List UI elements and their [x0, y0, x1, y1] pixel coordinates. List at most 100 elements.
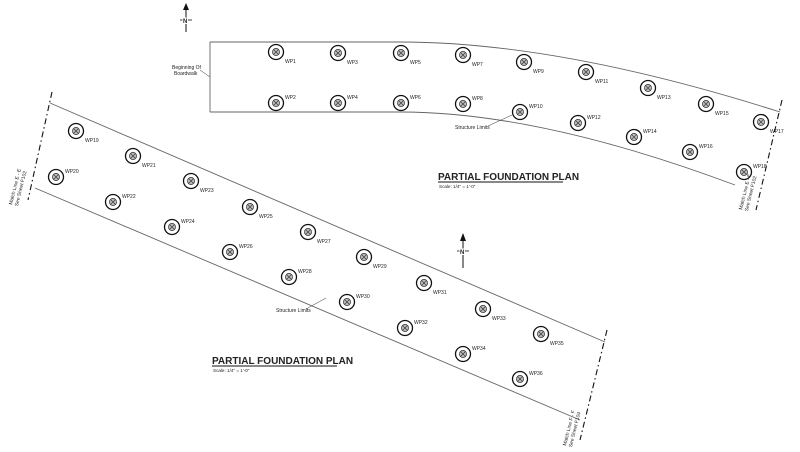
plan-a-structure-limit-bottom — [210, 111, 736, 186]
waypoint-label: WP35 — [550, 341, 564, 347]
plan-b-piers: WP19WP20WP21WP22WP23WP24WP25WP26WP27WP28… — [47, 122, 564, 388]
pier-marker: WP3 — [329, 44, 358, 66]
pier-cross — [758, 119, 764, 125]
waypoint-label: WP11 — [595, 79, 608, 85]
pier-marker: WP27 — [299, 223, 331, 245]
plan-b-structure-limits-note: Structure Limits — [276, 308, 311, 314]
pier-cross — [53, 174, 59, 180]
waypoint-label: WP36 — [529, 371, 543, 377]
pier-marker: WP12 — [569, 114, 601, 132]
waypoint-label: WP17 — [770, 129, 784, 135]
waypoint-label: WP3 — [347, 60, 358, 66]
plan-a-limits-leader — [487, 114, 513, 127]
pier-cross — [631, 134, 637, 140]
pier-cross — [460, 351, 466, 357]
pier-marker: WP22 — [104, 193, 136, 211]
pier-marker: WP20 — [47, 168, 79, 186]
waypoint-label: WP29 — [373, 264, 387, 270]
pier-cross — [460, 101, 466, 107]
pier-cross — [398, 50, 404, 56]
pier-marker: WP24 — [163, 218, 195, 236]
waypoint-label: WP34 — [472, 346, 486, 352]
pier-marker: WP1 — [267, 43, 296, 65]
waypoint-label: WP25 — [259, 214, 273, 220]
waypoint-label: WP14 — [643, 129, 657, 135]
waypoint-label: WP32 — [414, 320, 428, 326]
pier-marker: WP13 — [639, 79, 671, 101]
pier-marker: WP30 — [338, 293, 370, 311]
pier-marker: WP19 — [67, 122, 99, 144]
pier-marker: WP4 — [329, 94, 358, 112]
pier-marker: WP17 — [752, 113, 784, 135]
plan-b-match-line-left — [27, 91, 53, 201]
pier-marker: WP18 — [735, 163, 767, 181]
pier-marker: WP8 — [454, 95, 483, 113]
waypoint-label: WP16 — [699, 144, 713, 150]
pier-cross — [398, 100, 404, 106]
plan-a-start-leader — [199, 69, 211, 78]
plan-a-scale: Scale: 1/4" = 1'-0" — [439, 184, 476, 189]
pier-cross — [273, 100, 279, 106]
waypoint-label: WP27 — [317, 239, 331, 245]
waypoint-label: WP5 — [410, 60, 421, 66]
plan-b-scale: Scale: 1/4" = 1'-0" — [213, 368, 250, 373]
plan-b-structure-limit-top — [49, 102, 606, 343]
plan-b-structure-limit-bottom — [34, 187, 581, 421]
waypoint-label: WP4 — [347, 95, 358, 101]
plan-a-start-note-2: Boardwalk — [174, 71, 198, 77]
waypoint-label: WP26 — [239, 244, 253, 250]
waypoint-label: WP13 — [657, 95, 671, 101]
pier-cross — [687, 149, 693, 155]
pier-cross — [227, 249, 233, 255]
pier-cross — [517, 109, 523, 115]
plan-b-match-line-left-label: Match Line E - E See Sheet F102 — [8, 168, 28, 207]
waypoint-label: WP33 — [492, 316, 506, 322]
pier-cross — [575, 120, 581, 126]
plan-a-match-line — [755, 99, 783, 211]
waypoint-label: WP30 — [356, 294, 370, 300]
pier-cross — [741, 169, 747, 175]
pier-marker: WP11 — [577, 63, 608, 85]
plan-a: WP1WP2WP3WP4WP5WP6WP7WP8WP9WP10WP11WP12W… — [172, 41, 784, 212]
pier-cross — [645, 85, 651, 91]
pier-cross — [305, 229, 311, 235]
plan-b-match-line-right — [579, 329, 608, 441]
pier-marker: WP10 — [511, 103, 543, 121]
waypoint-label: WP10 — [529, 104, 543, 110]
pier-marker: WP35 — [532, 325, 564, 347]
waypoint-label: WP24 — [181, 219, 195, 225]
plan-b-title: PARTIAL FOUNDATION PLAN — [212, 356, 353, 367]
pier-cross — [335, 50, 341, 56]
waypoint-label: WP2 — [285, 95, 296, 101]
waypoint-label: WP15 — [715, 111, 729, 117]
waypoint-label: WP28 — [298, 269, 312, 275]
pier-cross — [583, 69, 589, 75]
north-arrow-bottom: N N — [457, 233, 469, 268]
pier-marker: WP34 — [454, 345, 486, 363]
pier-cross — [521, 59, 527, 65]
pier-marker: WP16 — [681, 143, 713, 161]
pier-cross — [361, 254, 367, 260]
waypoint-label: WP7 — [472, 62, 483, 68]
waypoint-label: WP8 — [472, 96, 483, 102]
pier-cross — [344, 299, 350, 305]
plan-a-structure-limits-note: Structure Limits — [455, 125, 490, 131]
waypoint-label: WP18 — [753, 164, 767, 170]
pier-marker: WP5 — [392, 44, 421, 66]
pier-marker: WP14 — [625, 128, 657, 146]
pier-marker: WP32 — [396, 319, 428, 337]
north-arrow-top: N N — [180, 3, 192, 32]
pier-marker: WP9 — [515, 53, 544, 75]
pier-cross — [73, 128, 79, 134]
north-arrow-top-head — [183, 3, 189, 10]
waypoint-label: WP9 — [533, 69, 544, 75]
plan-a-piers: WP1WP2WP3WP4WP5WP6WP7WP8WP9WP10WP11WP12W… — [267, 43, 784, 181]
pier-cross — [110, 199, 116, 205]
north-arrow-bottom-label: N — [460, 250, 464, 256]
pier-marker: WP15 — [697, 95, 729, 117]
plan-b-match-line-right-label: Match Line F - F See Sheet F104 — [562, 410, 582, 448]
pier-marker: WP29 — [355, 248, 387, 270]
waypoint-label: WP23 — [200, 188, 214, 194]
pier-marker: WP23 — [182, 172, 214, 194]
